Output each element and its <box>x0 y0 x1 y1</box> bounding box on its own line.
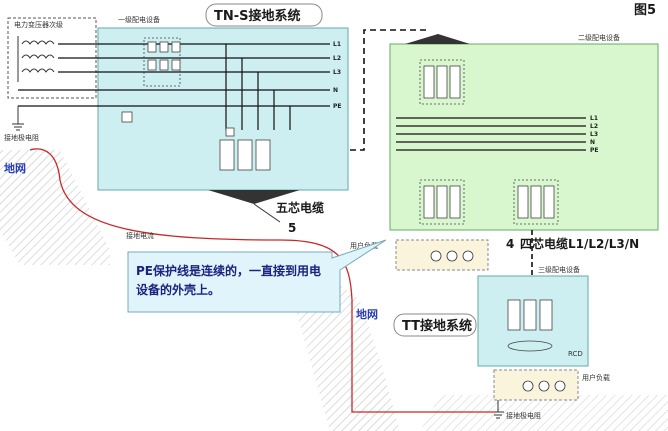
ground-electrode-label-2: 接地极电阻 <box>506 411 541 420</box>
user-load-label-1: 用户负载 <box>350 241 378 250</box>
ground-electrode-label-1: 接地极电阻 <box>4 133 39 142</box>
bus-label-l1: L1 <box>333 41 341 48</box>
rcd-label: RCD <box>568 350 583 358</box>
primary-drops <box>225 44 291 130</box>
four-core-cable-label: 四芯电缆L1/L2/L3/N <box>520 236 639 251</box>
five-count: 5 <box>288 221 296 235</box>
tns-title: TN-S接地系统 <box>214 8 301 24</box>
five-core-dashed-link <box>350 29 430 151</box>
tt-title: TT接地系统 <box>402 318 472 334</box>
sec-bus-l1: L1 <box>590 115 598 122</box>
earth-hatch-left <box>0 150 110 265</box>
sec-bus-l3: L3 <box>590 131 598 138</box>
primary-bus-lines <box>18 43 330 107</box>
tt-title-box <box>393 313 477 337</box>
secondary-bus-lines <box>396 117 586 151</box>
secondary-board-label: 二级配电设备 <box>578 33 620 42</box>
sec-bus-pe: PE <box>590 147 599 154</box>
secondary-bus-labels: L1 L2 L3 N PE <box>590 115 599 154</box>
secondary-breakers-icon <box>419 59 559 225</box>
earth-label-middle: 地网 <box>356 307 378 321</box>
primary-board-label: 一级配电设备 <box>118 15 160 24</box>
four-count: 4 <box>506 237 514 251</box>
bus-label-l3: L3 <box>333 69 341 76</box>
primary-bus-labels: L1 L2 L3 N PE <box>333 41 342 110</box>
ground-electrode-icon-1 <box>12 106 24 131</box>
sec-bus-l2: L2 <box>590 123 598 130</box>
ground-current-label: 接地电流 <box>126 231 154 240</box>
callout-box <box>127 239 387 313</box>
five-core-pointer <box>253 203 281 223</box>
user-load-label-2: 用户负载 <box>582 373 610 382</box>
user-load-box-1 <box>395 239 489 271</box>
five-core-bundle <box>208 190 300 204</box>
tertiary-breakers-icon <box>507 299 553 352</box>
tns-title-box <box>205 3 323 27</box>
callout-text: PE保护线是连续的，一直接到用电设备的外壳上。 <box>136 264 321 297</box>
bus-label-n: N <box>333 87 338 94</box>
transformer-coils-icon <box>17 36 55 82</box>
branch-breaker-icon <box>219 127 271 171</box>
tertiary-board-label: 三级配电设备 <box>538 265 580 274</box>
earth-label-left: 地网 <box>4 161 26 175</box>
main-breaker-icon <box>121 37 181 123</box>
bus-label-l2: L2 <box>333 55 341 62</box>
user-load-box-2 <box>493 369 579 401</box>
sec-bus-n: N <box>590 139 595 146</box>
lamp-icons <box>430 250 566 392</box>
five-core-cable-label: 五芯电缆 <box>276 200 324 215</box>
secondary-bus-bundle <box>405 34 470 44</box>
bus-label-pe: PE <box>333 103 342 110</box>
transformer-label: 电力变压器次级 <box>14 20 63 29</box>
figure-label: 图5 <box>634 3 656 18</box>
earth-hatch-right <box>420 395 668 431</box>
